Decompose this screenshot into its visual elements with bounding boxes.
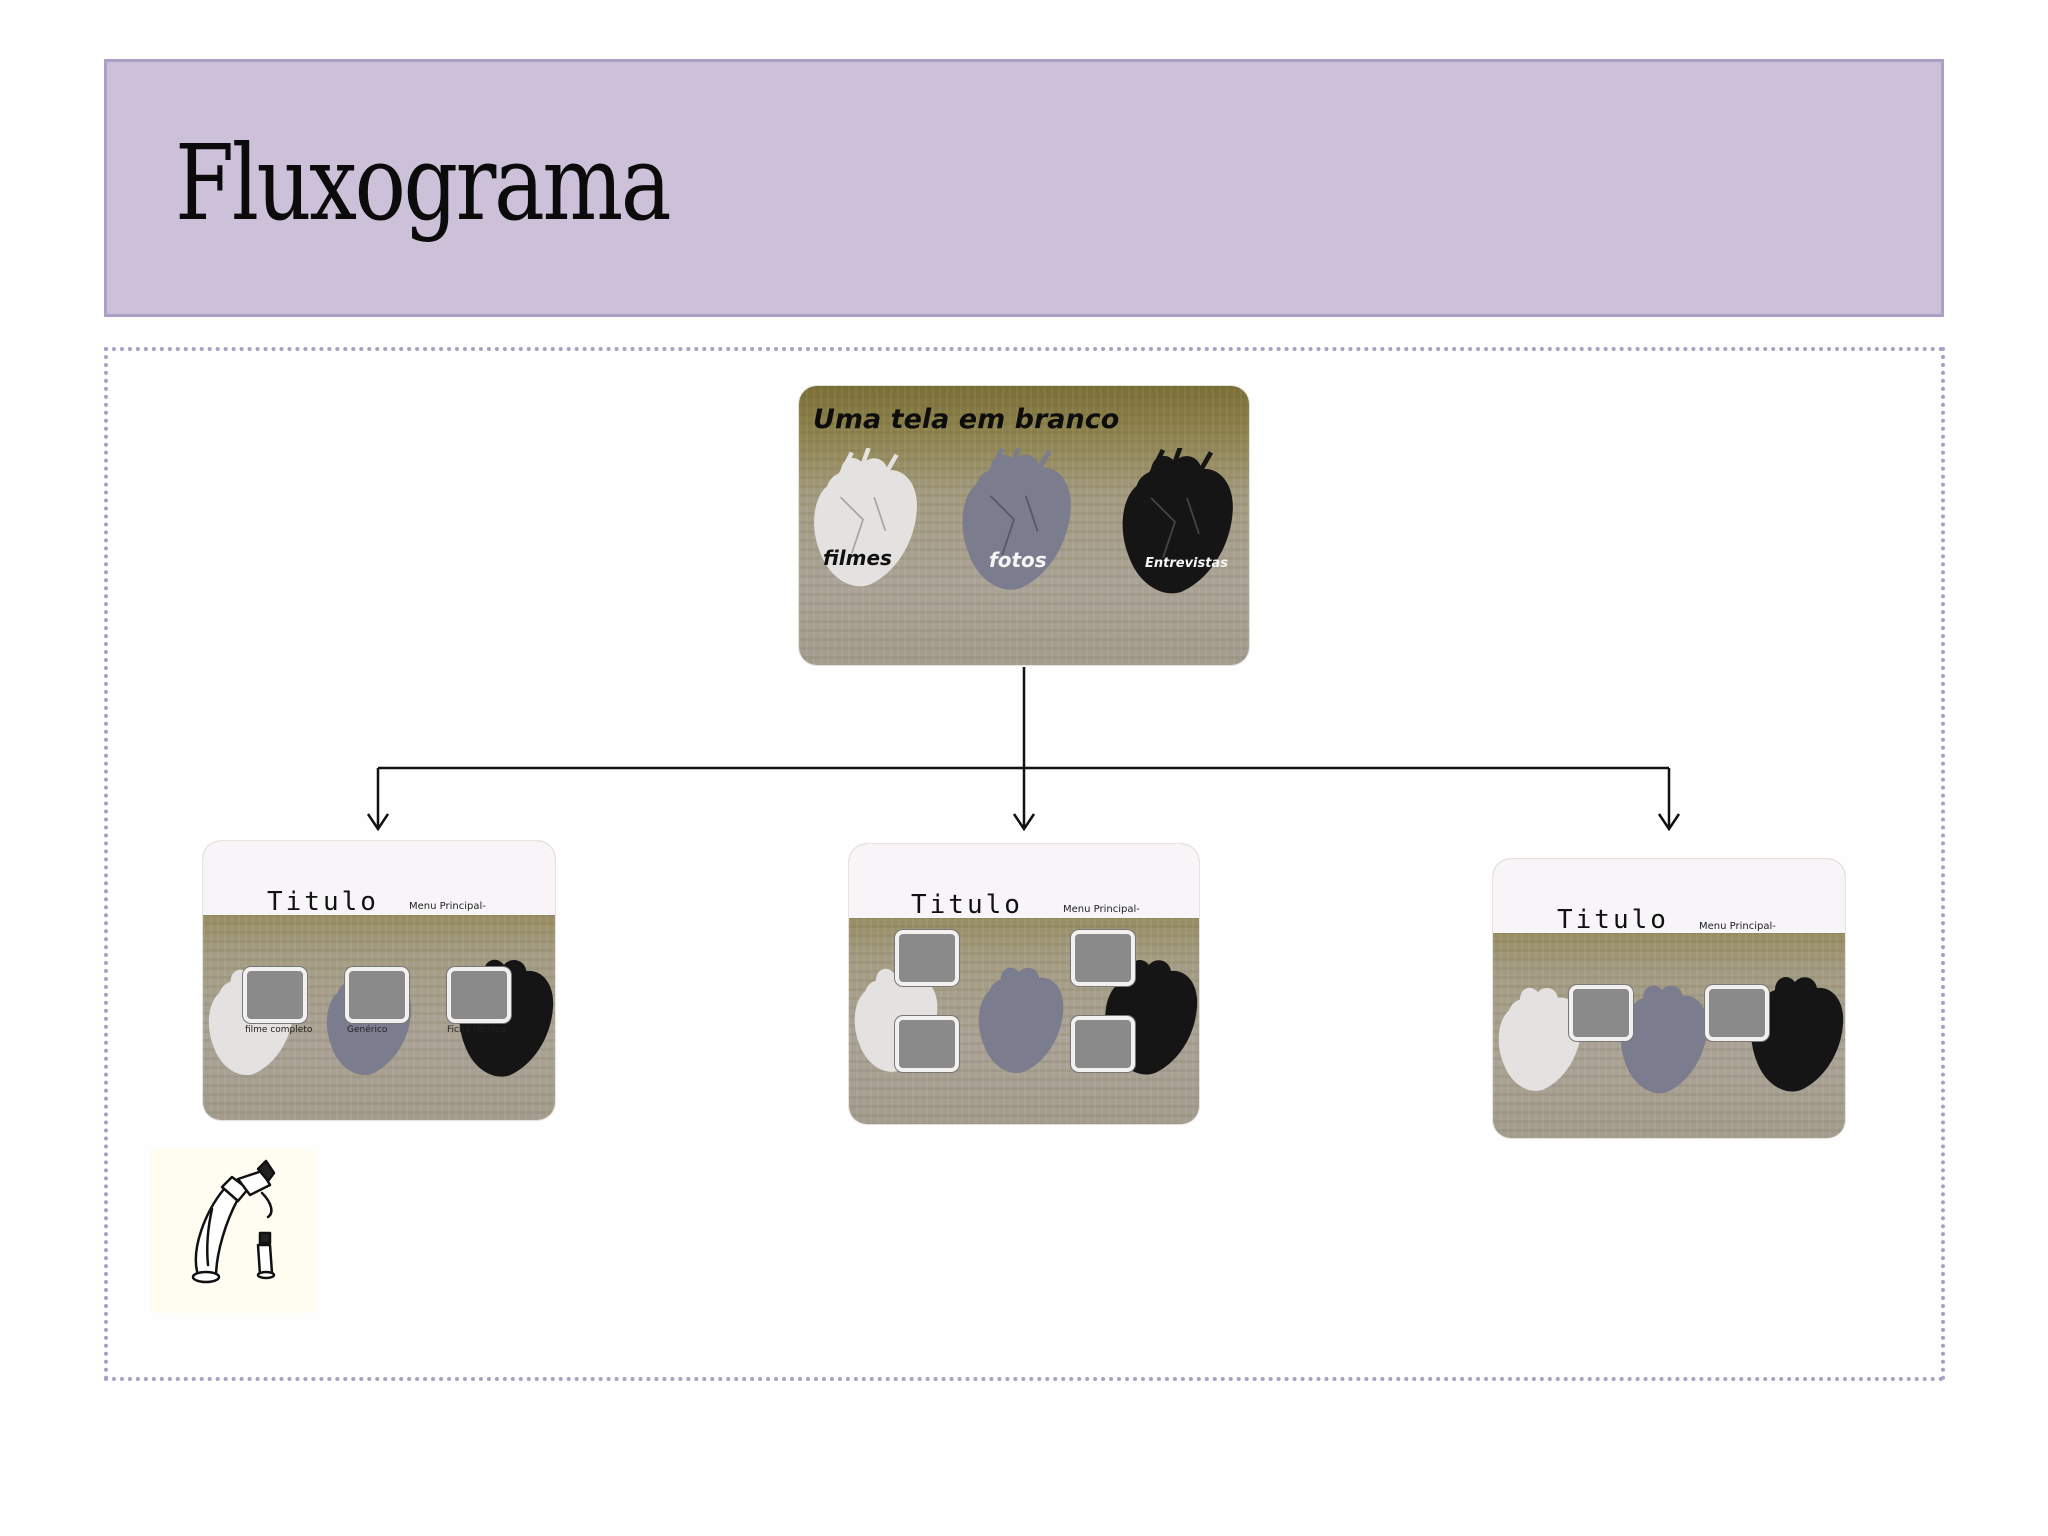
- heart-icon: [978, 967, 1064, 1074]
- spray-can-illustration: [150, 1149, 316, 1313]
- screen-title: Titulo: [1557, 905, 1669, 935]
- screen-title: Titulo: [911, 890, 1023, 920]
- heart-icon: [1122, 448, 1233, 594]
- heart-icon: [962, 448, 1071, 590]
- arrow-down-icon: [1657, 813, 1681, 832]
- screen-header: [849, 844, 1199, 918]
- thumbnail-slot[interactable]: [895, 930, 959, 986]
- screen-header: [203, 841, 555, 915]
- main-screen-heading: Uma tela em branco: [813, 404, 1120, 435]
- thumbnail-slot[interactable]: [1705, 985, 1769, 1041]
- arrow-down-icon: [1012, 813, 1036, 832]
- heart-label-fotos: fotos: [989, 548, 1047, 572]
- thumbnail-caption: Ficha técnica: [447, 1025, 506, 1035]
- menu-link: Menu Principal-: [409, 901, 486, 912]
- thumbnail-slot[interactable]: [895, 1016, 959, 1072]
- arrow-down-icon: [366, 813, 390, 832]
- sub-screen-left: Titulo Menu Principal- filme completo Ge…: [203, 841, 555, 1120]
- thumbnail-slot[interactable]: [447, 967, 511, 1023]
- thumbnail-slot[interactable]: [1071, 1016, 1135, 1072]
- heart-label-filmes: filmes: [823, 546, 892, 570]
- menu-link: Menu Principal-: [1063, 904, 1140, 915]
- menu-link: Menu Principal-: [1699, 921, 1776, 932]
- slide-title: Fluxograma: [175, 122, 672, 244]
- title-bar: Fluxograma: [104, 59, 1944, 317]
- thumbnail-caption: filme completo: [245, 1025, 313, 1035]
- thumbnail-slot[interactable]: [1071, 930, 1135, 986]
- main-screen: Uma tela em branco filmes fotos Entrevis…: [799, 386, 1249, 665]
- spray-can-icon: [191, 1159, 276, 1284]
- screen-header: [1493, 859, 1845, 933]
- sub-screen-middle: Titulo Menu Principal-: [849, 844, 1199, 1124]
- heart-label-entrevistas: Entrevistas: [1145, 556, 1228, 571]
- thumbnail-slot[interactable]: [243, 967, 307, 1023]
- thumbnail-caption: Genérico: [347, 1025, 388, 1035]
- thumbnail-slot[interactable]: [345, 967, 409, 1023]
- thumbnail-slot[interactable]: [1569, 985, 1633, 1041]
- heart-icon: [814, 448, 918, 587]
- screen-title: Titulo: [267, 887, 379, 917]
- sub-screen-right: Titulo Menu Principal-: [1493, 859, 1845, 1138]
